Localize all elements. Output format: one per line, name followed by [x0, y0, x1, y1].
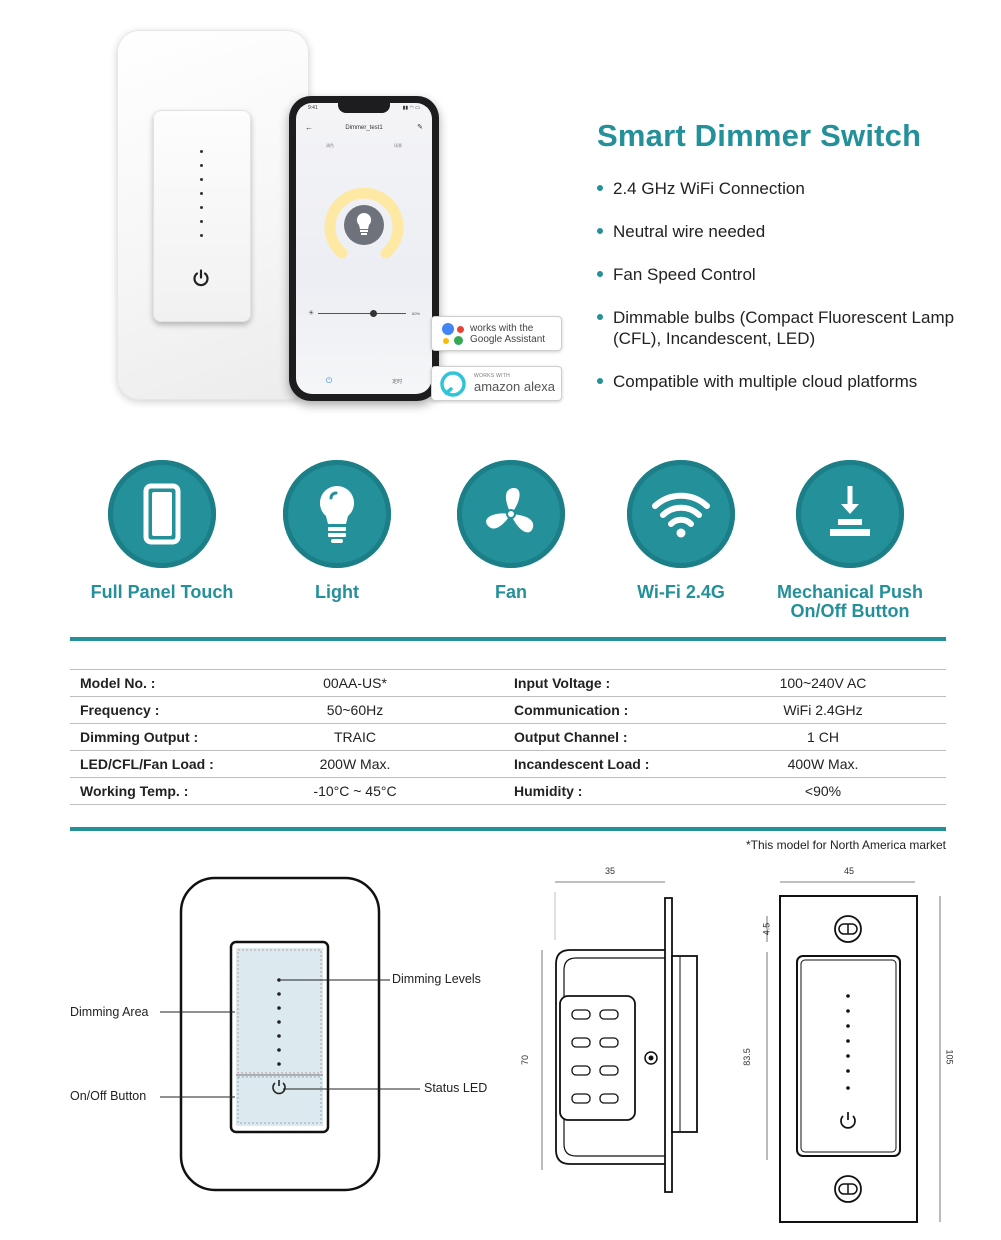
dimension-front-top: 4.5: [761, 922, 772, 936]
dimming-level-dots: [200, 150, 204, 248]
amazon-alexa-badge: WORKS WITH amazon alexa: [431, 366, 562, 401]
feature-item: Fan Speed Control: [597, 264, 977, 285]
spec-value: -10°C ~ 45°C: [270, 777, 440, 805]
icon-label-line2: On/Off Button: [790, 601, 910, 621]
spec-value: 00AA-US*: [270, 669, 440, 697]
phone-time: 9:41: [308, 105, 318, 111]
spec-key: Input Voltage :: [440, 669, 700, 697]
icon-label: Mechanical Push On/Off Button: [765, 583, 935, 621]
feature-item: Neutral wire needed: [597, 221, 977, 242]
spec-value: TRAIC: [270, 723, 440, 751]
slider-knob[interactable]: [370, 310, 377, 317]
spec-row: LED/CFL/Fan Load :200W Max.Incandescent …: [70, 750, 946, 778]
spec-key: Dimming Output :: [70, 723, 270, 751]
icon-label: Wi-Fi 2.4G: [637, 582, 725, 602]
dimension-front-inner-height: 83.5: [741, 1048, 752, 1066]
feature-item: 2.4 GHz WiFi Connection: [597, 178, 977, 199]
phone-panel-icon: [143, 483, 181, 545]
feature-item: Dimmable bulbs (Compact Fluorescent Lamp…: [597, 307, 977, 349]
alexa-badge-small: WORKS WITH: [474, 373, 511, 379]
edit-icon[interactable]: ✎: [417, 124, 423, 131]
icon-label: Fan: [494, 582, 527, 602]
spec-value: WiFi 2.4GHz: [700, 696, 946, 724]
google-badge-line2: Google Assistant: [470, 333, 546, 345]
tab-scene[interactable]: 场景: [394, 143, 402, 148]
google-badge-line1: works with the: [470, 322, 534, 334]
back-arrow-icon[interactable]: ←: [305, 123, 313, 132]
power-button-icon[interactable]: ⏻: [325, 376, 333, 385]
alexa-badge-big: amazon alexa: [474, 379, 555, 394]
spec-key: Working Temp. :: [70, 777, 270, 805]
spec-key: Incandescent Load :: [440, 750, 700, 778]
switch-front-diagram: [160, 876, 420, 1192]
app-title: Dimmer_test1: [345, 125, 383, 131]
spec-key: Output Channel :: [440, 723, 700, 751]
dimension-side-width: 35: [605, 866, 616, 876]
timer-label[interactable]: 定时: [392, 378, 403, 385]
icon-label: Full Panel Touch: [90, 582, 234, 602]
label-status-led: Status LED: [424, 1081, 488, 1095]
power-icon: [272, 1080, 286, 1095]
switch-dimension-diagram: [766, 881, 941, 1223]
product-wallplate: [117, 30, 309, 400]
icon-label-line1: Mechanical Push: [776, 582, 924, 602]
spec-row: Model No. :00AA-US*Input Voltage :100~24…: [70, 669, 946, 697]
switch-side-diagram: [541, 881, 698, 1193]
product-title: Smart Dimmer Switch: [597, 118, 922, 153]
spec-key: Communication :: [440, 696, 700, 724]
smartphone: 9:41 ▮▮ ◠ ▭ ← Dimmer_test1 ✎ 调色 场景 ☀ 60%…: [289, 96, 439, 401]
brightness-ring[interactable]: [322, 183, 406, 267]
feature-full-panel-touch: Full Panel Touch: [77, 460, 247, 602]
feature-item: Compatible with multiple cloud platforms: [597, 371, 977, 392]
spec-value: 100~240V AC: [700, 669, 946, 697]
section-divider: [70, 827, 946, 831]
feature-wifi: Wi-Fi 2.4G: [596, 460, 766, 602]
feature-fan: Fan: [426, 460, 596, 602]
dimension-front-width: 45: [844, 866, 855, 876]
alexa-icon: [440, 370, 466, 397]
tab-color[interactable]: 调色: [326, 143, 334, 148]
spec-key: Model No. :: [70, 669, 270, 697]
fan-icon: [486, 487, 534, 533]
feature-mechanical-push: Mechanical Push On/Off Button: [765, 460, 935, 621]
push-button-icon: [830, 486, 870, 536]
brightness-percent: 60%: [411, 311, 420, 316]
dimmer-rocker: [153, 110, 251, 322]
spec-value: 200W Max.: [270, 750, 440, 778]
phone-screen: 9:41 ▮▮ ◠ ▭ ← Dimmer_test1 ✎ 调色 场景 ☀ 60%…: [296, 103, 432, 394]
power-icon: [193, 269, 209, 287]
power-icon: [840, 1112, 856, 1129]
dimension-side-height: 70: [520, 1054, 531, 1066]
market-note: *This model for North America market: [745, 838, 946, 852]
light-bulb-icon: [319, 485, 355, 543]
icon-label: Light: [315, 582, 359, 602]
specification-table: Model No. :00AA-US*Input Voltage :100~24…: [70, 669, 946, 805]
signal-icon: ▮▮ ◠ ▭: [402, 105, 420, 111]
spec-key: Frequency :: [70, 696, 270, 724]
google-assistant-badge: works with the Google Assistant: [431, 316, 562, 351]
google-assistant-icon: [440, 321, 466, 347]
wifi-icon: [652, 492, 710, 538]
spec-value: 1 CH: [700, 723, 946, 751]
label-dimming-area: Dimming Area: [70, 1005, 149, 1019]
section-divider: [70, 637, 946, 641]
dimension-front-height: 105: [944, 1049, 955, 1065]
brightness-slider[interactable]: ☀ 60%: [308, 310, 420, 318]
spec-value: <90%: [700, 777, 946, 805]
spec-key: Humidity :: [440, 777, 700, 805]
sun-icon: ☀: [308, 310, 315, 317]
feature-list: 2.4 GHz WiFi Connection Neutral wire nee…: [597, 178, 977, 414]
label-onoff-button: On/Off Button: [70, 1089, 147, 1103]
spec-value: 50~60Hz: [270, 696, 440, 724]
spec-key: LED/CFL/Fan Load :: [70, 750, 270, 778]
feature-light: Light: [252, 460, 422, 602]
label-dimming-levels: Dimming Levels: [392, 972, 481, 986]
spec-value: 400W Max.: [700, 750, 946, 778]
